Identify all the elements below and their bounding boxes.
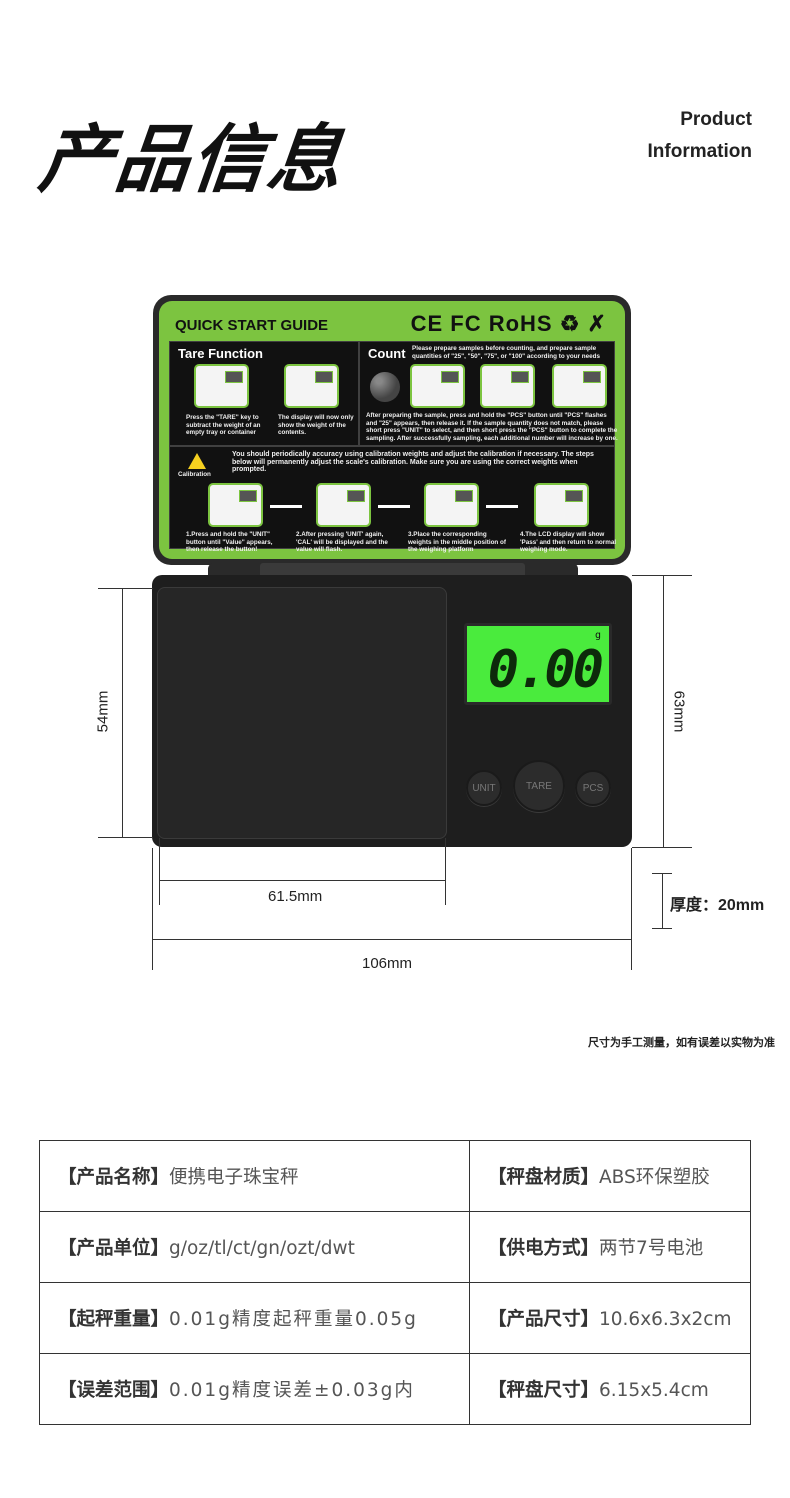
count-scale-icon-1	[410, 364, 465, 408]
cal-step-2: 2.After pressing 'UNIT' again, 'CAL' wil…	[296, 531, 388, 553]
table-row: 【误差范围】0.01g精度误差±0.03g内 【秤盘尺寸】6.15x5.4cm	[39, 1353, 751, 1425]
calibration-label: Calibration	[178, 471, 211, 478]
dim-height-left: 54mm	[94, 690, 112, 733]
dim-tray-width: 61.5mm	[268, 888, 323, 905]
dim-tray-right-tick	[445, 838, 446, 905]
spec-cell: 【供电方式】两节7号电池	[469, 1211, 751, 1283]
arrow-icon-3	[486, 505, 518, 508]
dim-left-bottom-tick	[98, 837, 153, 838]
spec-value: ABS环保塑胶	[599, 1167, 710, 1188]
table-row: 【产品名称】便携电子珠宝秤 【秤盘材质】ABS环保塑胶	[39, 1140, 751, 1212]
beads-icon	[370, 372, 400, 402]
spec-value: 0.01g精度误差±0.03g内	[169, 1380, 415, 1401]
table-row: 【产品单位】g/oz/tl/ct/gn/ozt/dwt 【供电方式】两节7号电池	[39, 1211, 751, 1283]
dim-height-right: 63mm	[670, 690, 688, 733]
dim-thick-line	[662, 873, 663, 929]
title-en-line1: Product	[680, 109, 752, 130]
cal-step-4: 4.The LCD display will show 'Pass' and t…	[520, 531, 617, 553]
count-text-top: Please prepare samples before counting, …	[412, 345, 601, 360]
count-scale-icon-2	[480, 364, 535, 408]
tare-text-1: Press the "TARE" key to subtract the wei…	[186, 414, 261, 436]
dim-total-width: 106mm	[362, 955, 413, 972]
spec-cell: 【产品尺寸】10.6x6.3x2cm	[469, 1282, 751, 1354]
pcs-button[interactable]: PCS	[575, 770, 611, 806]
spec-value: g/oz/tl/ct/gn/ozt/dwt	[169, 1238, 355, 1259]
tare-scale-icon	[194, 364, 249, 408]
count-scale-icon-3	[552, 364, 607, 408]
dim-thickness: 厚度：20mm	[670, 897, 765, 914]
cal-scale-icon-3	[424, 483, 479, 527]
cal-step-3: 3.Place the corresponding weights in the…	[408, 531, 506, 553]
lcd-unit: g	[594, 630, 601, 641]
dim-left-line	[122, 588, 123, 838]
guide-body: Tare Function Press the "TARE" key to su…	[169, 341, 618, 553]
spec-cell: 【误差范围】0.01g精度误差±0.03g内	[39, 1353, 470, 1425]
count-text-bottom: After preparing the sample, press and ho…	[366, 412, 618, 442]
spec-label: 【秤盘材质】	[488, 1167, 600, 1188]
calibration-text: You should periodically accuracy using c…	[232, 451, 594, 473]
spec-label: 【产品尺寸】	[488, 1309, 600, 1330]
spec-value: 便携电子珠宝秤	[169, 1167, 299, 1188]
spec-label: 【产品名称】	[58, 1167, 170, 1188]
lcd-display: g 0.00	[464, 623, 612, 705]
spec-value: 10.6x6.3x2cm	[599, 1309, 732, 1330]
spec-label: 【秤盘尺寸】	[488, 1380, 600, 1401]
spec-cell: 【起秤重量】0.01g精度起秤重量0.05g	[39, 1282, 470, 1354]
cal-scale-icon-2	[316, 483, 371, 527]
tare-panel: Tare Function Press the "TARE" key to su…	[169, 341, 359, 446]
warning-icon	[188, 453, 206, 469]
spec-label: 【产品单位】	[58, 1238, 170, 1259]
spec-cell: 【产品单位】g/oz/tl/ct/gn/ozt/dwt	[39, 1211, 470, 1283]
tare-text-2: The display will now only show the weigh…	[278, 414, 354, 436]
spec-value: 两节7号电池	[599, 1238, 704, 1259]
dim-total-right-tick	[631, 848, 632, 970]
arrow-icon-1	[270, 505, 302, 508]
spec-label: 【起秤重量】	[58, 1309, 170, 1330]
measurement-note: 尺寸为手工测量，如有误差以实物为准	[588, 1036, 775, 1049]
cal-scale-icon-1	[208, 483, 263, 527]
count-panel: Count Please prepare samples before coun…	[359, 341, 618, 446]
count-heading: Count	[368, 346, 406, 361]
page-title-en: Product Information	[648, 104, 753, 168]
quick-start-guide-lid: QUICK START GUIDE CE FC RoHS ♻ ✗ Tare Fu…	[153, 295, 631, 565]
dim-left-top-tick	[98, 588, 153, 589]
dim-total-left-tick	[152, 848, 153, 970]
table-row: 【起秤重量】0.01g精度起秤重量0.05g 【产品尺寸】10.6x6.3x2c…	[39, 1282, 751, 1354]
calibration-panel: Calibration You should periodically accu…	[169, 446, 616, 553]
spec-cell: 【产品名称】便携电子珠宝秤	[39, 1140, 470, 1212]
dim-right-top-tick	[632, 575, 692, 576]
guide-title: QUICK START GUIDE	[175, 317, 329, 334]
tare-button[interactable]: TARE	[513, 760, 565, 812]
dim-right-bottom-tick	[632, 847, 692, 848]
spec-cell: 【秤盘材质】ABS环保塑胶	[469, 1140, 751, 1212]
dim-tray-left-tick	[159, 838, 160, 905]
spec-value: 6.15x5.4cm	[599, 1380, 709, 1401]
tare-scale-icon-2	[284, 364, 339, 408]
dim-tray-line	[159, 880, 446, 881]
spec-label: 【供电方式】	[488, 1238, 600, 1259]
spec-value: 0.01g精度起秤重量0.05g	[169, 1309, 418, 1330]
lcd-value: 0.00	[487, 640, 604, 700]
unit-button[interactable]: UNIT	[466, 770, 502, 806]
spec-label: 【误差范围】	[58, 1380, 170, 1401]
weighing-tray	[157, 587, 447, 839]
guide-inner: QUICK START GUIDE CE FC RoHS ♻ ✗ Tare Fu…	[159, 301, 625, 559]
cert-icons: CE FC RoHS ♻ ✗	[410, 311, 607, 336]
arrow-icon-2	[378, 505, 410, 508]
cal-scale-icon-4	[534, 483, 589, 527]
cal-step-1: 1.Press and hold the "UNIT" button until…	[186, 531, 273, 553]
dim-total-line	[152, 939, 632, 940]
dim-right-line	[663, 575, 664, 847]
spec-cell: 【秤盘尺寸】6.15x5.4cm	[469, 1353, 751, 1425]
title-en-line2: Information	[647, 141, 753, 162]
spec-table: 【产品名称】便携电子珠宝秤 【秤盘材质】ABS环保塑胶 【产品单位】g/oz/t…	[39, 1140, 751, 1425]
page-title: 产品信息	[34, 117, 348, 203]
tare-heading: Tare Function	[178, 346, 263, 361]
